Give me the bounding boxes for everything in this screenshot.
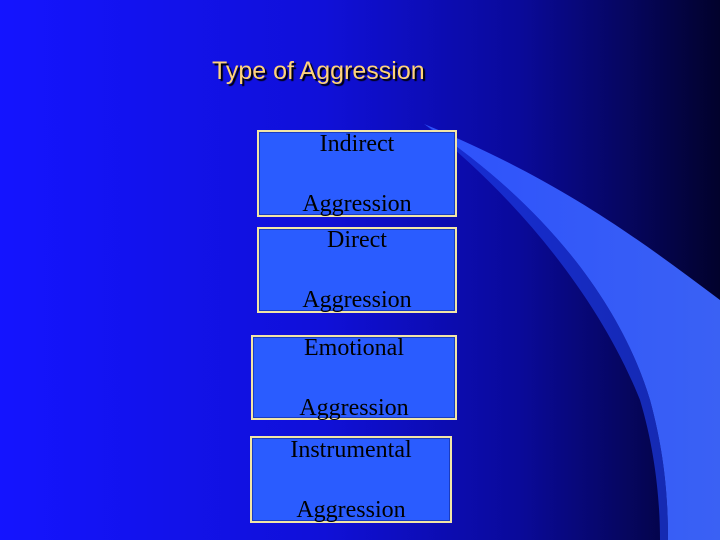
emotional-aggression-box: Emotional Aggression <box>251 334 457 421</box>
box-line-2: Aggression <box>302 190 412 217</box>
indirect-aggression-box: Indirect Aggression <box>257 130 457 217</box>
instrumental-aggression-box: Instrumental Aggression <box>250 436 452 523</box>
box-line-2: Aggression <box>296 496 406 523</box>
box-line-1: Emotional <box>304 334 404 361</box>
box-line-2: Aggression <box>302 287 412 313</box>
box-line-2: Aggression <box>299 394 409 421</box>
box-line-1: Direct <box>327 227 387 253</box>
box-line-1: Instrumental <box>290 436 412 463</box>
direct-aggression-box: Direct Aggression <box>257 227 457 313</box>
slide-title: Type of Aggression <box>212 57 425 85</box>
box-line-1: Indirect <box>319 130 395 157</box>
